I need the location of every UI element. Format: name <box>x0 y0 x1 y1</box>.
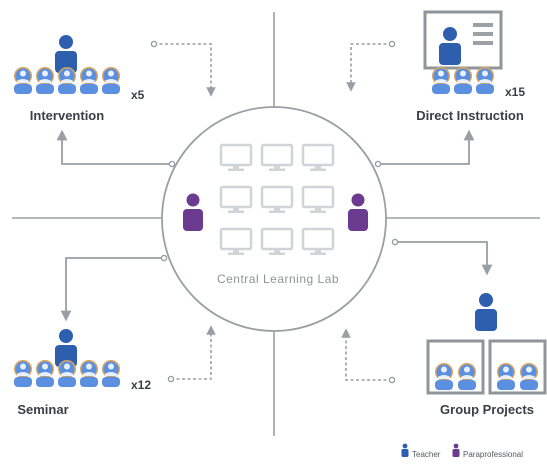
legend-teacher-label: Teacher <box>412 450 441 459</box>
legend-paraprofessional-icon <box>452 443 460 457</box>
student-icon <box>102 67 120 94</box>
quadrant-dividers <box>12 12 540 436</box>
project-table <box>426 339 485 395</box>
station-group-projects: Group Projects <box>426 293 547 417</box>
student-icon <box>102 360 120 387</box>
student-icon <box>14 360 32 387</box>
computer-grid <box>219 143 335 257</box>
whiteboard-icon <box>423 10 503 70</box>
student-icon <box>36 360 54 387</box>
student-icon <box>58 360 76 387</box>
student-icon <box>476 67 494 94</box>
intervention-label: Intervention <box>30 108 104 123</box>
legend: Teacher Paraprofessional <box>401 443 523 459</box>
student-icon <box>497 363 515 390</box>
dashed-from-seminar <box>171 325 216 380</box>
dashed-connectors <box>154 43 392 381</box>
intervention-count: x5 <box>131 88 145 102</box>
central-learning-lab: Central Learning Lab <box>161 106 387 332</box>
dashed-from-group-projects <box>341 328 392 381</box>
dashed-connector-nodes <box>150 40 396 384</box>
direct-instruction-count: x15 <box>505 85 525 99</box>
connector-to-group-projects <box>395 241 493 276</box>
student-icon <box>80 67 98 94</box>
dashed-from-direct-instruction <box>346 43 392 92</box>
student-icon <box>36 67 54 94</box>
student-icon <box>435 363 453 390</box>
student-icon <box>458 363 476 390</box>
station-seminar: x12 Seminar <box>14 329 151 417</box>
direct-instruction-label: Direct Instruction <box>416 108 524 123</box>
legend-paraprofessional-label: Paraprofessional <box>463 450 523 459</box>
student-icon <box>80 360 98 387</box>
seminar-count: x12 <box>131 378 151 392</box>
hub-connectors <box>56 129 493 322</box>
student-icon <box>454 67 472 94</box>
group-projects-label: Group Projects <box>440 402 534 417</box>
student-icon <box>14 67 32 94</box>
student-icon <box>58 67 76 94</box>
connector-nodes <box>160 160 399 262</box>
connector-to-intervention <box>56 129 172 165</box>
teacher-icon <box>475 293 497 331</box>
connector-to-direct-instruction <box>378 129 475 165</box>
connector-to-seminar <box>60 257 164 322</box>
legend-teacher-icon <box>401 443 409 457</box>
dashed-from-intervention <box>154 43 216 97</box>
station-intervention: x5 Intervention <box>14 35 145 123</box>
hub-label: Central Learning Lab <box>217 272 339 286</box>
project-table <box>488 339 547 395</box>
seminar-label: Seminar <box>17 402 68 417</box>
student-icon <box>432 67 450 94</box>
station-direct-instruction: x15 Direct Instruction <box>416 10 525 123</box>
student-icon <box>520 363 538 390</box>
